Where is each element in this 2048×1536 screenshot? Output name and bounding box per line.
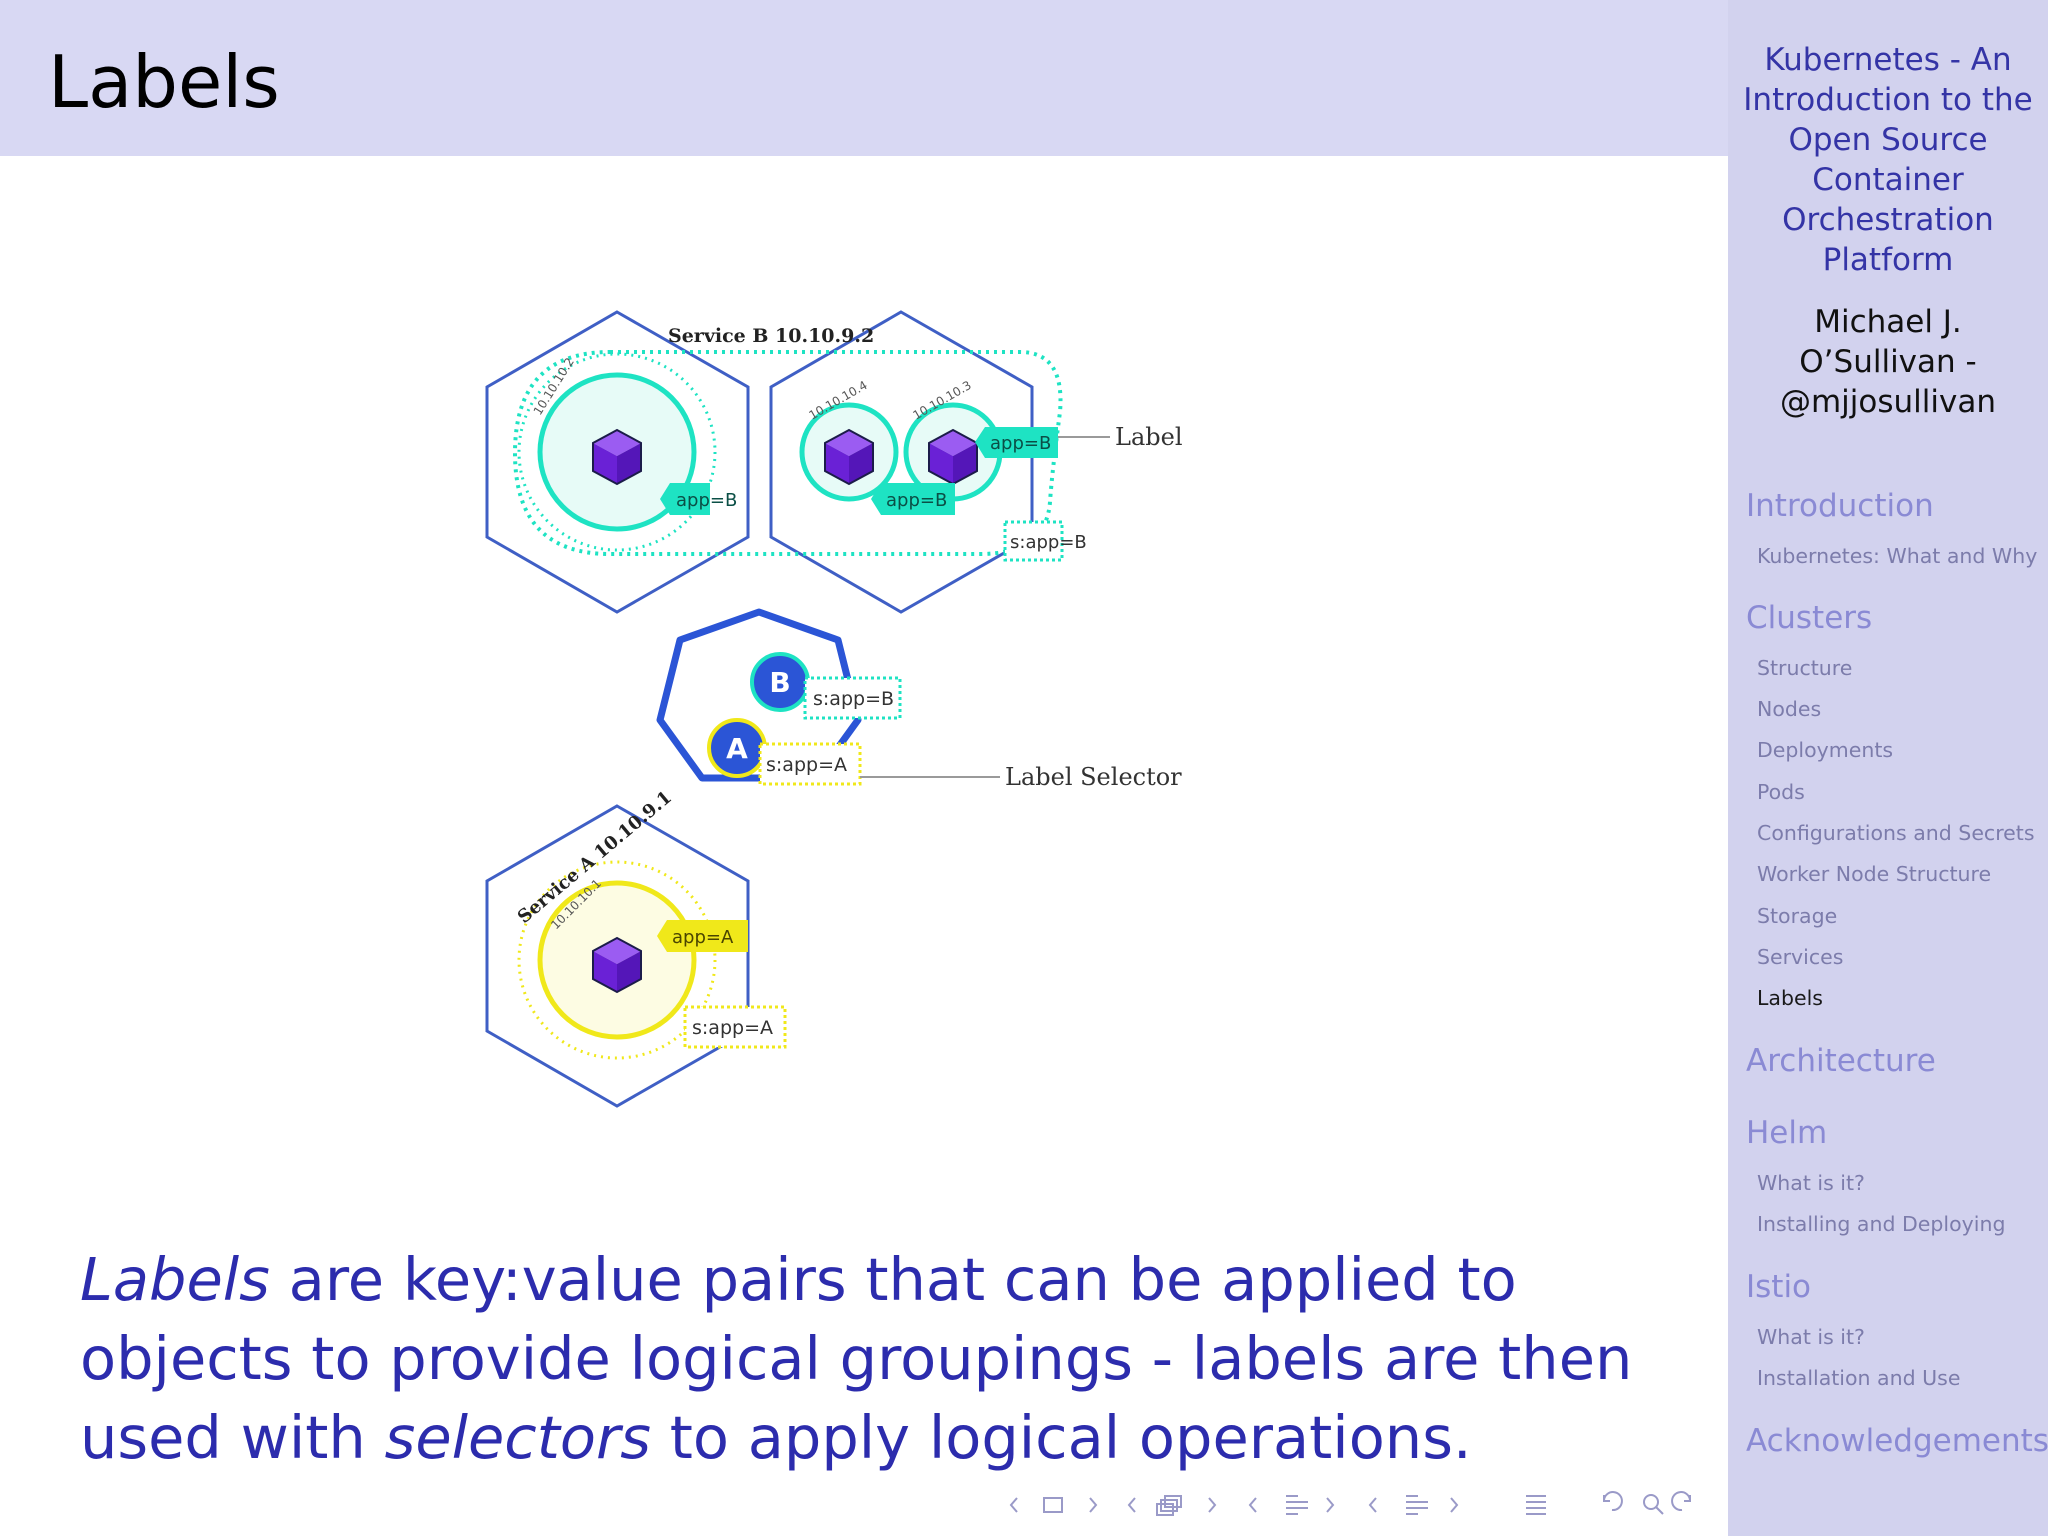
sidebar-item-istio-what-is-it[interactable]: What is it? <box>1757 1325 1865 1349</box>
container-cube-icon <box>928 429 978 485</box>
section-icon[interactable] <box>1286 1495 1308 1515</box>
sidebar-section-introduction[interactable]: Introduction <box>1746 488 1934 524</box>
service-b-boundary <box>512 350 1063 556</box>
talk-author: Michael J. O’Sullivan - @mjjosullivan <box>1728 302 2048 422</box>
slide-body-text: Labels are key:value pairs that can be a… <box>80 1240 1680 1477</box>
sidebar-item-helm-what-is-it[interactable]: What is it? <box>1757 1171 1865 1195</box>
talk-title-line: Container <box>1812 162 1964 198</box>
sidebar-item-configurations-and-secrets[interactable]: Configurations and Secrets <box>1757 821 2035 845</box>
label-tag-b2 <box>871 483 955 515</box>
sidebar-item-nodes[interactable]: Nodes <box>1757 697 1822 721</box>
pod-b1-outer-ring <box>517 352 717 552</box>
sidebar-section-acknowledgements[interactable]: Acknowledgements <box>1746 1423 2048 1459</box>
sidebar-item-services[interactable]: Services <box>1757 945 1844 969</box>
sidebar-section-clusters[interactable]: Clusters <box>1746 600 1873 636</box>
sidebar: Kubernetes - An Introduction to the Open… <box>1728 0 2048 1536</box>
label-tag-a1 <box>657 920 748 952</box>
align-icon[interactable] <box>1526 1495 1546 1515</box>
label-selector-callout-text: Label Selector <box>1005 763 1182 791</box>
selector-box-controller-b-text: s:app=B <box>813 688 894 710</box>
label-tag-b3 <box>975 427 1058 458</box>
author-line: Michael J. <box>1814 304 1962 340</box>
arrow-left-icon[interactable] <box>1127 1497 1136 1513</box>
slide-header: Labels <box>0 0 1728 156</box>
selector-box-controller-a <box>758 742 862 786</box>
selector-box-service-b-text: s:app=B <box>1010 532 1087 553</box>
container-cube-icon <box>824 429 874 485</box>
selector-box-service-a-text: s:app=A <box>692 1017 773 1039</box>
node-hexagon-b-right <box>769 310 1034 614</box>
body-text-part-1: are key:value pairs that can be applied … <box>80 1245 1633 1472</box>
frame-icon[interactable] <box>1043 1497 1063 1513</box>
arrow-right-icon[interactable] <box>1089 1497 1098 1513</box>
sidebar-section-architecture[interactable]: Architecture <box>1746 1043 1936 1079</box>
talk-title-line: Introduction to the <box>1743 82 2033 118</box>
arrow-left-icon[interactable] <box>1248 1497 1257 1513</box>
subsection-icon[interactable] <box>1156 1495 1182 1516</box>
author-line: @mjjosullivan <box>1779 384 1997 420</box>
search-icon[interactable] <box>1643 1494 1664 1515</box>
talk-title-line: Open Source <box>1788 122 1988 158</box>
arrow-left-icon[interactable] <box>1368 1497 1377 1513</box>
undo-icon[interactable] <box>1603 1491 1623 1512</box>
sidebar-item-kubernetes-what-and-why[interactable]: Kubernetes: What and Why <box>1757 544 2038 568</box>
toc-icon[interactable] <box>1406 1495 1428 1515</box>
beamer-navigation-bar <box>1009 1491 1691 1516</box>
sidebar-item-structure[interactable]: Structure <box>1757 656 1853 680</box>
sidebar-item-labels-current[interactable]: Labels <box>1757 986 1823 1010</box>
selector-box-service-b <box>1003 520 1064 562</box>
author-line: O’Sullivan - <box>1799 344 1977 380</box>
sidebar-section-helm[interactable]: Helm <box>1746 1115 1828 1151</box>
service-b-controller-letter: B <box>769 666 790 699</box>
sidebar-item-worker-node-structure[interactable]: Worker Node Structure <box>1757 862 1992 886</box>
container-cube-icon <box>592 429 642 485</box>
arrow-right-icon[interactable] <box>1208 1497 1217 1513</box>
label-tag-a1-text: app=A <box>672 927 734 948</box>
labels-diagram: Service B 10.10.9.2 10.10.10.2 app=B 10.… <box>485 310 1183 1108</box>
talk-title-line: Orchestration <box>1782 202 1994 238</box>
redo-icon[interactable] <box>1671 1491 1691 1512</box>
sidebar-item-installation-and-use[interactable]: Installation and Use <box>1757 1366 1961 1390</box>
service-a-boundary <box>517 860 717 1060</box>
selector-box-service-a <box>683 1005 787 1049</box>
selector-box-controller-b <box>803 676 902 720</box>
body-emphasis-labels: Labels <box>80 1245 270 1314</box>
label-tag-b1 <box>660 483 710 515</box>
talk-title[interactable]: Kubernetes - An Introduction to the Open… <box>1728 40 2048 280</box>
talk-title-line: Platform <box>1822 242 1954 278</box>
sidebar-item-installing-and-deploying[interactable]: Installing and Deploying <box>1757 1212 2006 1236</box>
service-a-controller-letter: A <box>726 732 748 765</box>
arrow-right-icon[interactable] <box>1326 1497 1335 1513</box>
talk-title-line: Kubernetes - An <box>1764 42 2012 78</box>
body-text-part-2: to apply logical operations. <box>650 1403 1472 1472</box>
label-callout-text: Label <box>1115 423 1183 451</box>
body-emphasis-selectors: selectors <box>384 1403 651 1472</box>
arrow-left-icon[interactable] <box>1009 1497 1018 1513</box>
label-tag-b2-text: app=B <box>886 490 947 511</box>
arrow-right-icon[interactable] <box>1450 1497 1459 1513</box>
page-title: Labels <box>48 40 280 124</box>
sidebar-item-deployments[interactable]: Deployments <box>1757 738 1894 762</box>
label-tag-b3-text: app=B <box>990 433 1051 454</box>
label-tag-b1-text: app=B <box>676 490 737 511</box>
sidebar-item-storage[interactable]: Storage <box>1757 904 1838 928</box>
sidebar-section-istio[interactable]: Istio <box>1746 1269 1812 1305</box>
service-b-label: Service B 10.10.9.2 <box>668 325 874 347</box>
selector-box-controller-a-text: s:app=A <box>766 754 847 776</box>
container-cube-icon <box>592 937 642 993</box>
sidebar-item-pods[interactable]: Pods <box>1757 780 1805 804</box>
